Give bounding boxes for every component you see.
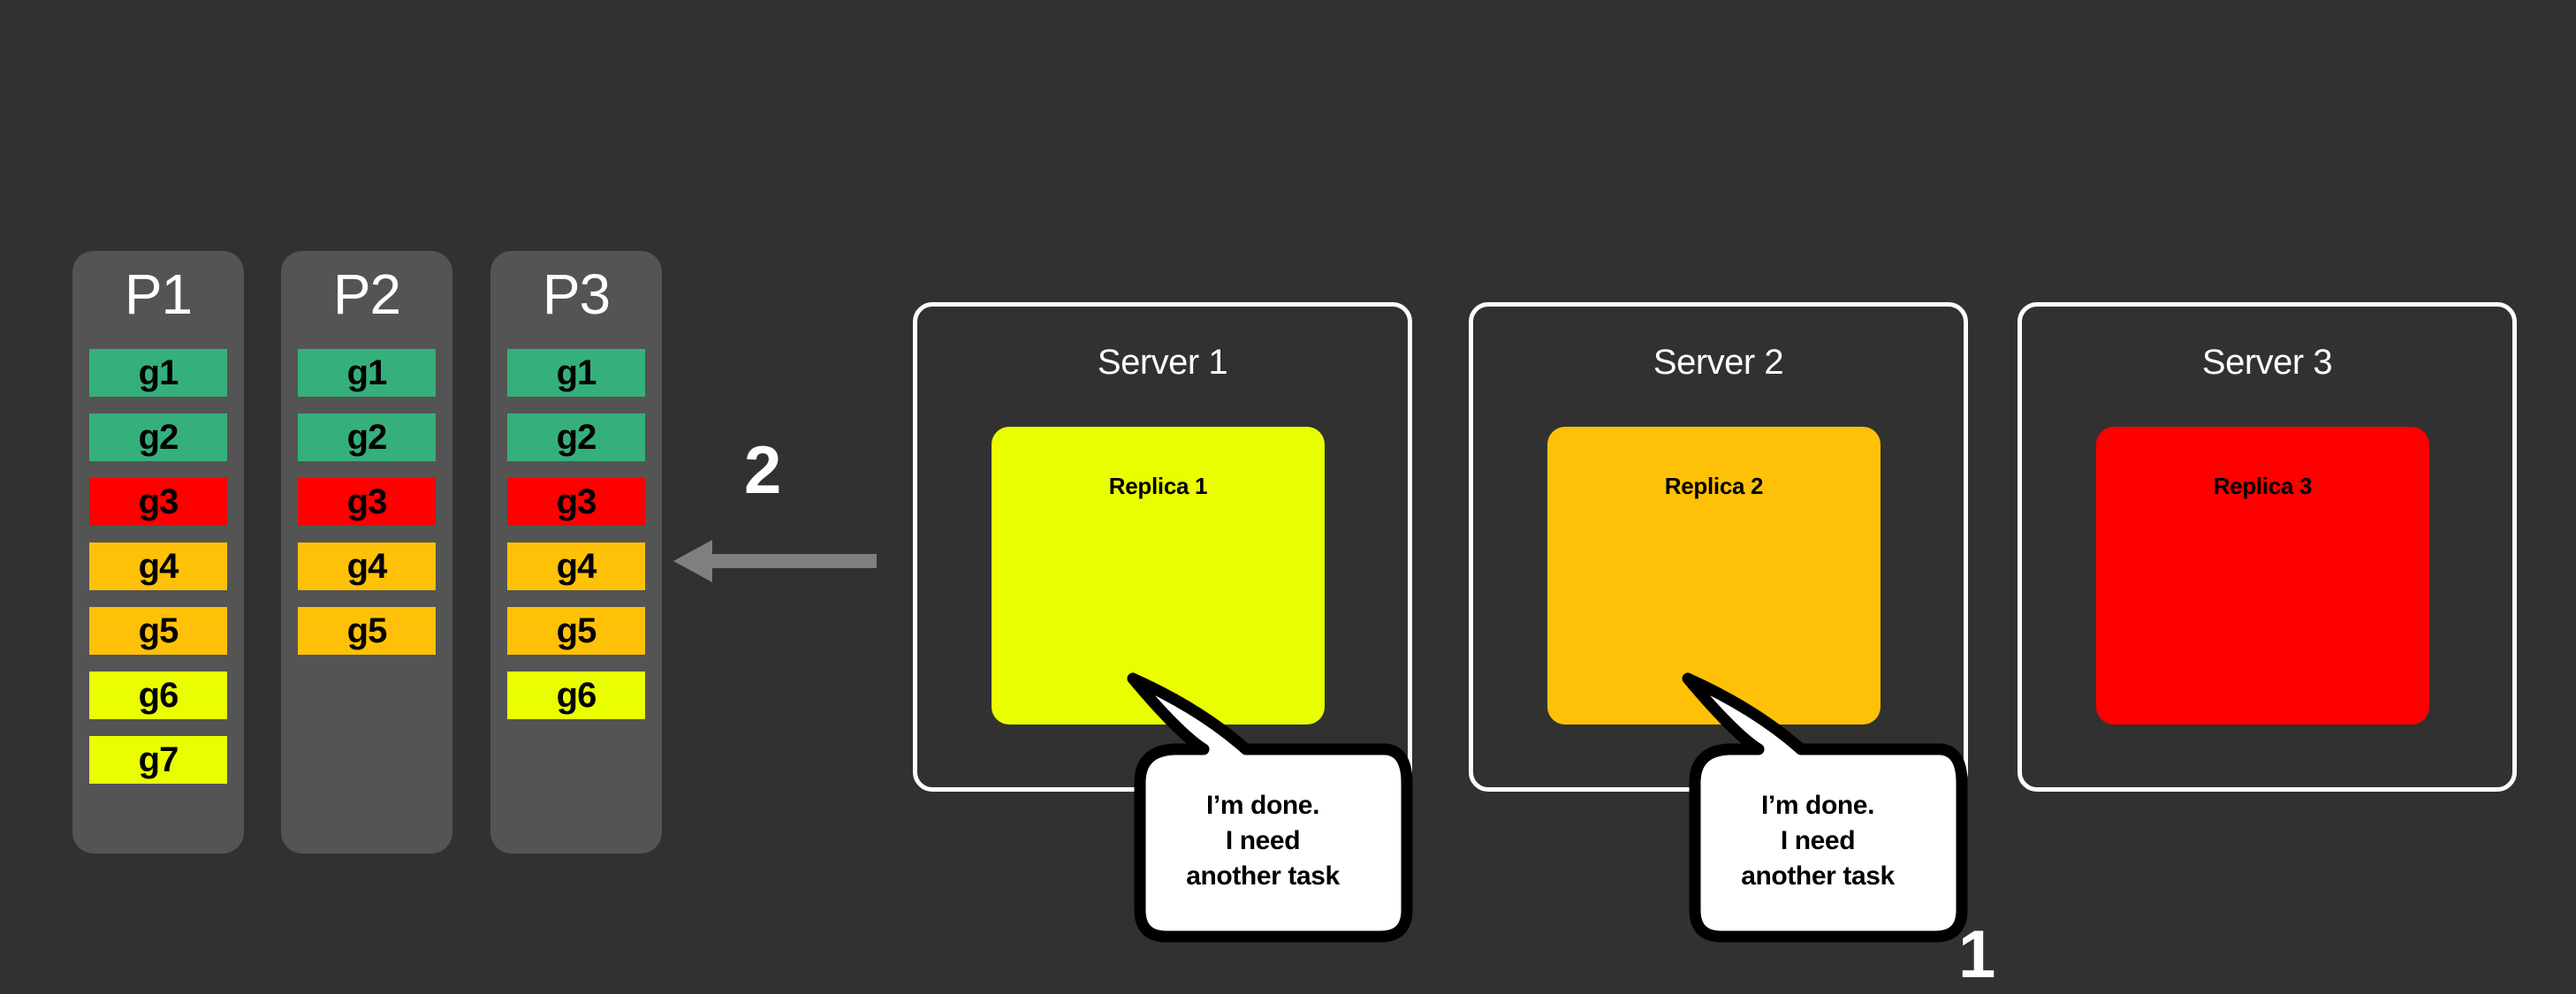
partition-p1-title: P1: [124, 262, 193, 326]
task-tile[interactable]: g3: [507, 478, 645, 526]
bubble-line: I’m done.: [1205, 791, 1320, 820]
task-tile[interactable]: g5: [89, 607, 227, 655]
partition-p2-title: P2: [332, 262, 401, 326]
replica-1-box[interactable]: Replica 1: [992, 427, 1325, 725]
bubble-line: another task: [1186, 861, 1340, 891]
task-tile[interactable]: g1: [89, 349, 227, 397]
replica-1-label: Replica 1: [1108, 473, 1208, 499]
partition-p3-title: P3: [542, 262, 611, 326]
speech-bubble-shape: [1127, 672, 1413, 943]
task-tile[interactable]: g5: [298, 607, 436, 655]
task-tile[interactable]: g3: [89, 478, 227, 526]
bubble-line: I’m done.: [1760, 791, 1875, 820]
replica-3-label: Replica 3: [2213, 473, 2313, 499]
speech-bubble-2-text: I’m done. I need another task: [1670, 788, 1965, 894]
replica-3-box[interactable]: Replica 3: [2096, 427, 2429, 725]
partition-group: P1 g1 g2 g3 g4 g5 g6 g7 P2 g1 g2 g3 g4 g…: [72, 251, 662, 854]
replica-2-box[interactable]: Replica 2: [1547, 427, 1881, 725]
step-two-group: 2: [673, 433, 894, 582]
partition-p3-tiles: g1 g2 g3 g4 g5 g6: [507, 349, 645, 736]
bubble-line: another task: [1741, 861, 1895, 891]
speech-bubble-server-1[interactable]: I’m done. I need another task: [1115, 672, 1413, 943]
replica-2-label: Replica 2: [1664, 473, 1764, 499]
task-tile[interactable]: g2: [507, 414, 645, 461]
task-tile[interactable]: g6: [507, 672, 645, 719]
step-number-1: 1: [1958, 917, 1996, 992]
partition-p3[interactable]: P3 g1 g2 g3 g4 g5 g6: [490, 251, 662, 854]
partition-p1-tiles: g1 g2 g3 g4 g5 g6 g7: [89, 349, 227, 801]
task-tile[interactable]: g2: [89, 414, 227, 461]
task-tile[interactable]: g3: [298, 478, 436, 526]
partition-p2[interactable]: P2 g1 g2 g3 g4 g5: [281, 251, 452, 854]
task-tile[interactable]: g2: [298, 414, 436, 461]
speech-bubble-server-2[interactable]: I’m done. I need another task: [1670, 672, 1968, 943]
server-2-title: Server 2: [1653, 343, 1784, 382]
partition-p2-tiles: g1 g2 g3 g4 g5: [298, 349, 436, 672]
step-number-2: 2: [744, 433, 782, 508]
task-tile[interactable]: g5: [507, 607, 645, 655]
task-tile[interactable]: g1: [298, 349, 436, 397]
task-tile[interactable]: g1: [507, 349, 645, 397]
server-3-card[interactable]: Server 3 Replica 3: [2017, 302, 2517, 792]
partition-p1[interactable]: P1 g1 g2 g3 g4 g5 g6 g7: [72, 251, 244, 854]
task-tile[interactable]: g4: [507, 543, 645, 590]
bubble-line: I need: [1225, 825, 1301, 855]
task-tile[interactable]: g6: [89, 672, 227, 719]
speech-bubble-shape: [1682, 672, 1968, 943]
task-tile[interactable]: g4: [298, 543, 436, 590]
server-3-title: Server 3: [2201, 343, 2333, 382]
server-1-card[interactable]: Server 1 Replica 1: [913, 302, 1412, 792]
task-tile[interactable]: g7: [89, 736, 227, 784]
left-arrow-icon: [673, 540, 877, 582]
task-tile[interactable]: g4: [89, 543, 227, 590]
server-1-title: Server 1: [1097, 343, 1228, 382]
bubble-line: I need: [1780, 825, 1856, 855]
speech-bubble-1-text: I’m done. I need another task: [1115, 788, 1410, 894]
